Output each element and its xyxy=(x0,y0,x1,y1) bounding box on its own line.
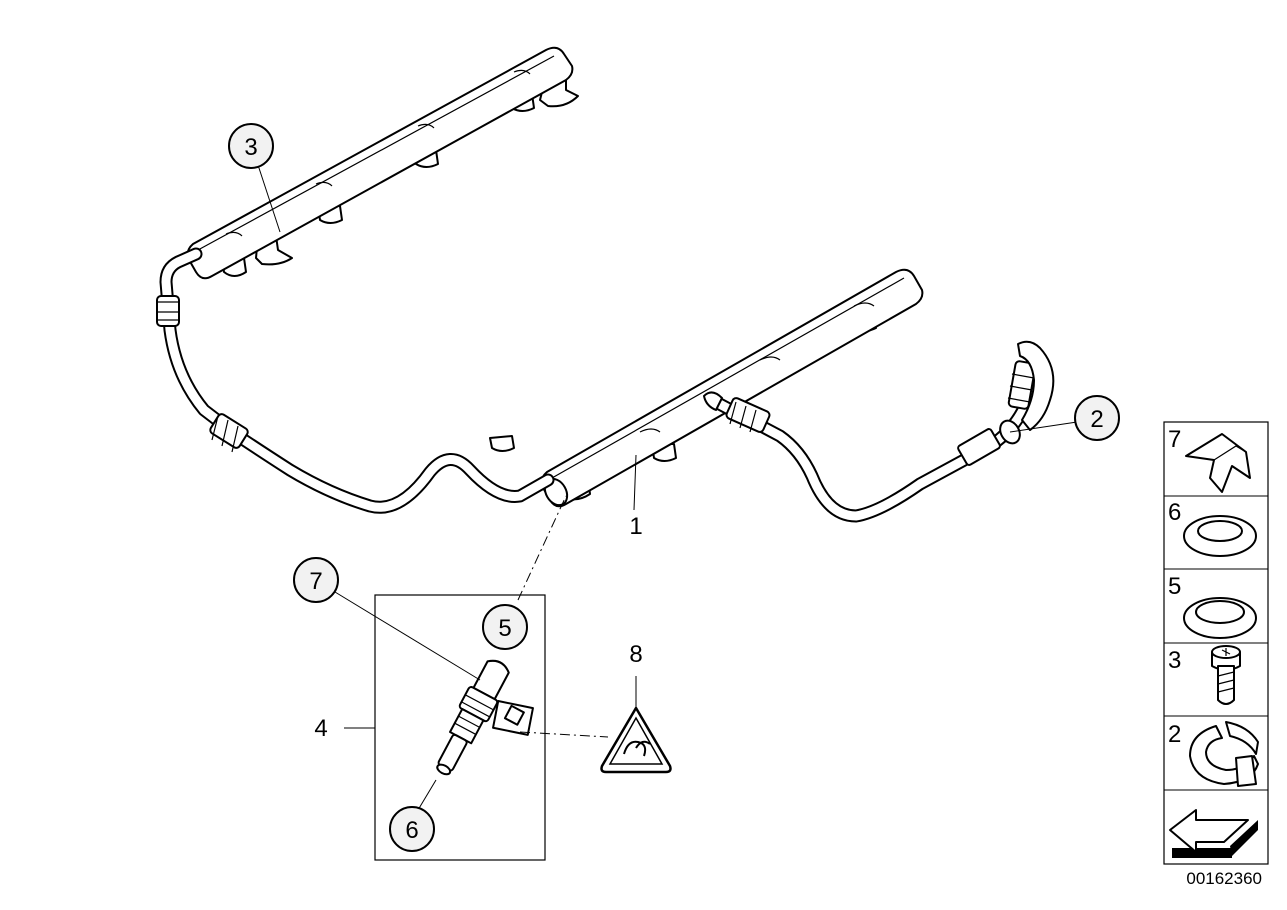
callout-label: 8 xyxy=(629,641,642,668)
parts-legend: 7 6 5 3 xyxy=(1163,421,1269,865)
legend-row-arrow xyxy=(1169,809,1258,858)
callout-label: 4 xyxy=(314,715,327,742)
callout-4: 4 xyxy=(314,715,327,742)
callout-label: 5 xyxy=(498,615,511,642)
legend-label: 2 xyxy=(1168,721,1181,748)
callout-label: 1 xyxy=(629,513,642,540)
seal-ring-icon xyxy=(1183,597,1257,639)
diagram-number: 00162360 xyxy=(1186,869,1262,888)
seal-ring-icon xyxy=(1183,515,1257,557)
legend-row-6: 6 xyxy=(1168,499,1257,557)
legend-label: 3 xyxy=(1168,647,1181,674)
legend-label: 7 xyxy=(1168,426,1181,453)
fuel-injector xyxy=(436,659,534,776)
callout-2: 2 xyxy=(1074,395,1120,441)
arrow-icon xyxy=(1169,809,1258,858)
callout-8: 8 xyxy=(629,641,642,668)
fuel-line-right xyxy=(703,340,1055,523)
callout-label: 3 xyxy=(244,134,257,161)
leader-lines xyxy=(257,164,1078,811)
legend-row-2: 2 xyxy=(1168,721,1259,787)
callout-label: 7 xyxy=(309,568,322,595)
clamp-icon xyxy=(1189,721,1259,787)
legend-row-3: 3 xyxy=(1168,645,1241,705)
legend-label: 5 xyxy=(1168,573,1181,600)
callout-7: 7 xyxy=(293,557,339,603)
callout-6: 6 xyxy=(389,806,435,852)
fuel-rail-front xyxy=(489,268,924,508)
callout-label: 6 xyxy=(405,817,418,844)
screw-icon xyxy=(1211,645,1241,705)
fuel-line-left xyxy=(156,247,555,514)
callout-5: 5 xyxy=(482,604,528,650)
legend-row-5: 5 xyxy=(1168,573,1257,639)
fuel-rail-rear xyxy=(186,46,579,280)
clip-icon xyxy=(1185,433,1251,493)
callout-label: 2 xyxy=(1090,406,1103,433)
callout-1: 1 xyxy=(629,513,642,540)
warning-sticker xyxy=(600,706,672,774)
callout-3: 3 xyxy=(228,123,274,169)
legend-row-7: 7 xyxy=(1168,426,1251,493)
legend-label: 6 xyxy=(1168,499,1181,526)
